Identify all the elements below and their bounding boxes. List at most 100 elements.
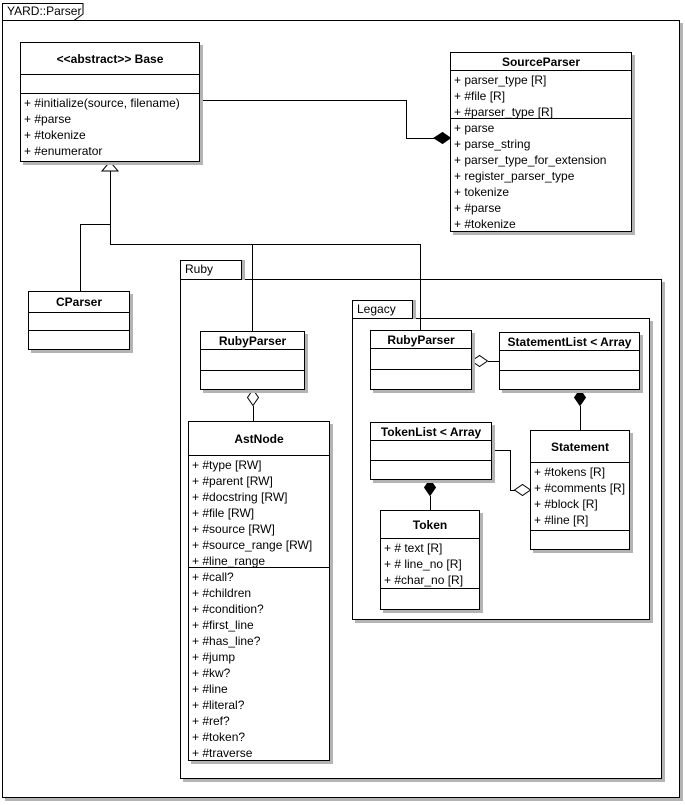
class-sourceparser-methods: + parse+ parse_string+ parser_type_for_e… <box>451 119 631 231</box>
class-base-attributes <box>21 75 199 94</box>
member-row: + #traverse <box>192 746 253 760</box>
frame-title: YARD::Parser <box>7 4 82 18</box>
class-cparser-attributes <box>29 313 129 331</box>
composition-diamond-icon <box>423 478 437 497</box>
class-token-methods <box>381 589 479 609</box>
composition-diamond-icon <box>433 131 452 145</box>
package-ruby-label: Ruby <box>185 262 214 276</box>
member-row: + #call? <box>192 570 234 584</box>
class-statementlist: StatementList < Array <box>499 332 640 390</box>
member-row: + #block [R] <box>534 497 598 511</box>
aggregation-line-rubyparser-statementlist <box>488 361 500 362</box>
class-ruby-rubyparser-attributes <box>201 350 304 371</box>
class-sourceparser-title: SourceParser <box>451 53 631 71</box>
member-row: + #tokenize <box>24 128 86 142</box>
generalization-line <box>80 224 111 225</box>
member-row: + #type [RW] <box>192 458 262 472</box>
class-token-attributes: + # text [R] + # line_no [R] + #char_no [R… <box>381 539 479 589</box>
aggregation-line-statement-tokenlist <box>510 490 515 491</box>
class-statement-methods <box>531 531 629 549</box>
composition-diamond-icon <box>573 388 587 407</box>
aggregation-line-statement-tokenlist <box>492 450 510 451</box>
member-row: + #token? <box>192 730 246 744</box>
member-row: + #literal? <box>192 698 245 712</box>
class-cparser-title: CParser <box>29 292 129 313</box>
member-row: + tokenize <box>454 185 510 199</box>
composition-line-statementlist-statement <box>580 406 581 431</box>
class-legacy-rubyparser-attributes <box>371 349 471 370</box>
class-statementlist-methods <box>500 371 639 389</box>
member-row: + #parse <box>24 112 72 126</box>
class-legacy-rubyparser: RubyParser <box>370 330 472 390</box>
member-row: + #file [R] <box>454 89 506 103</box>
class-cparser: CParser <box>28 291 130 350</box>
class-base: <<abstract>> Base + #initialize(source, … <box>20 42 200 162</box>
class-ruby-rubyparser-methods <box>201 371 304 389</box>
member-row: + #children <box>192 586 252 600</box>
class-astnode-methods: + #call? + #children + #condition? + #first… <box>189 568 329 760</box>
generalization-line <box>110 171 111 245</box>
aggregation-diamond-icon <box>470 354 489 368</box>
composition-line-base-sourceparser <box>406 100 407 138</box>
package-ruby-body <box>180 279 662 779</box>
member-row: + register_parser_type <box>454 169 575 183</box>
member-row: + #enumerator <box>24 144 103 158</box>
member-row: + #comments [R] <box>534 481 626 495</box>
member-row: + #kw? <box>192 666 231 680</box>
class-ruby-rubyparser: RubyParser <box>200 331 305 390</box>
aggregation-diamond-icon <box>246 388 260 407</box>
class-token-title: Token <box>381 511 479 539</box>
class-legacy-rubyparser-title: RubyParser <box>371 331 471 349</box>
inheritance-triangle-icon <box>100 160 120 172</box>
class-ruby-rubyparser-title: RubyParser <box>201 332 304 350</box>
member-row: + #source [RW] <box>192 522 275 536</box>
member-row: + #source_range [RW] <box>192 538 313 552</box>
generalization-line <box>110 244 421 245</box>
package-ruby-tab: Ruby <box>180 260 242 280</box>
class-astnode: AstNode + #type [RW] + #parent [RW] + #doc… <box>188 421 330 761</box>
class-legacy-rubyparser-methods <box>371 370 471 389</box>
member-row: + #line [R] <box>534 513 589 527</box>
aggregation-line-rubyparser-astnode <box>253 406 254 421</box>
member-row: + #char_no [R] <box>384 573 464 587</box>
class-statement-title: Statement <box>531 431 629 463</box>
member-row: + #parser_type [R] <box>454 105 554 119</box>
composition-line-base-sourceparser <box>406 138 437 139</box>
frame-tab-shape <box>2 3 84 21</box>
member-row: + #parent [RW] <box>192 474 273 488</box>
member-row: + #condition? <box>192 602 264 616</box>
member-row: + #jump <box>192 650 236 664</box>
class-astnode-attributes: + #type [RW] + #parent [RW] + #docstring [… <box>189 456 329 568</box>
generalization-line-legacy-rubyparser <box>420 244 421 330</box>
class-statementlist-title: StatementList < Array <box>500 333 639 351</box>
composition-line-base-sourceparser <box>200 100 406 101</box>
class-sourceparser-attributes: + parser_type [R]+ #file [R]+ #parser_ty… <box>451 71 631 119</box>
member-row: + # line_no [R] <box>384 557 462 571</box>
package-legacy-tab: Legacy <box>352 300 413 319</box>
member-row: + # text [R] <box>384 541 443 555</box>
class-tokenlist-methods <box>371 461 491 479</box>
generalization-line-cparser <box>80 224 81 291</box>
class-tokenlist-title: TokenList < Array <box>371 423 491 441</box>
class-base-methods: + #initialize(source, filename)+ #parse+… <box>21 94 199 161</box>
composition-line-tokenlist-token <box>430 496 431 511</box>
member-row: + #docstring [RW] <box>192 490 288 504</box>
class-astnode-title: AstNode <box>189 422 329 456</box>
class-statementlist-attributes <box>500 351 639 371</box>
member-row: + #has_line? <box>192 634 261 648</box>
package-legacy-body <box>352 318 650 620</box>
member-row: + #tokens [R] <box>534 465 606 479</box>
member-row: + parse_string <box>454 137 531 151</box>
member-row: + #ref? <box>192 714 230 728</box>
aggregation-diamond-icon <box>513 483 532 497</box>
member-row: + #file [RW] <box>192 506 255 520</box>
class-statement: Statement + #tokens [R] + #comments [R] + … <box>530 430 630 550</box>
member-row: + #first_line <box>192 618 254 632</box>
class-token: Token + # text [R] + # line_no [R] + #char… <box>380 510 480 610</box>
class-base-title: <<abstract>> Base <box>21 43 199 75</box>
aggregation-line-statement-tokenlist <box>510 450 511 491</box>
member-row: + parse <box>454 121 495 135</box>
member-row: + #line_range <box>192 554 266 568</box>
member-row: + #tokenize <box>454 217 516 231</box>
